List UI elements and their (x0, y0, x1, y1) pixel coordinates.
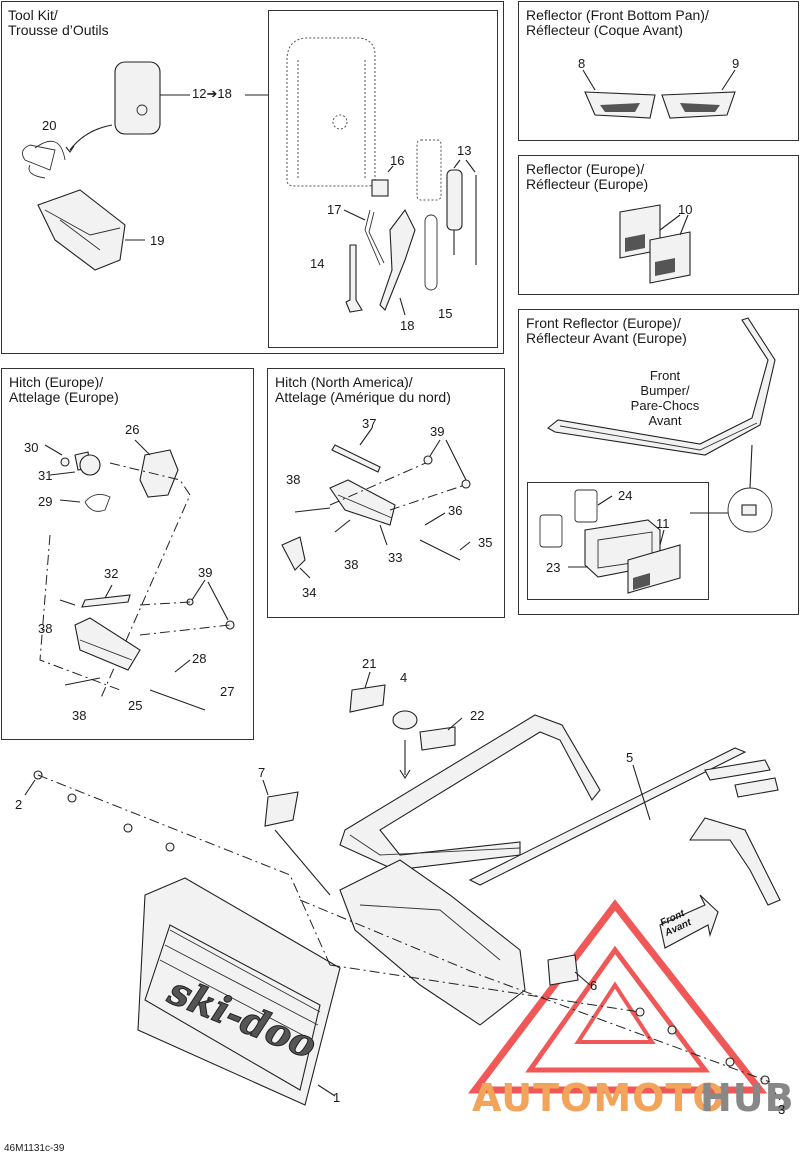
callout-11: 11 (656, 516, 670, 531)
decal-21 (349, 684, 386, 713)
callout-38-europe-bottom: 38 (72, 708, 87, 723)
watermark-hub: HUB (700, 1076, 795, 1120)
wrench-14 (345, 244, 363, 313)
callout-36: 36 (448, 503, 463, 518)
callout-34: 34 (302, 585, 317, 600)
front-arrow (659, 894, 719, 949)
front-bumper-label: Front Bumper/ Pare-Chocs Avant (630, 368, 700, 428)
callout-19: 19 (150, 233, 165, 248)
emblem-4 (392, 710, 418, 730)
hitch-europe-title: Hitch (Europe)/ Attelage (Europe) (9, 374, 119, 405)
callout-26: 26 (125, 422, 140, 437)
callout-35: 35 (478, 535, 493, 550)
callout-10: 10 (678, 202, 693, 217)
callout-4: 4 (400, 670, 408, 685)
callout-30: 30 (24, 440, 39, 455)
front-reflector-europe-title: Front Reflector (Europe)/ Réflecteur Ava… (526, 315, 687, 346)
callout-3: 3 (778, 1102, 786, 1117)
bumper-bracket (339, 859, 526, 1026)
tool-kit-range-label: 12➔18 (192, 86, 232, 101)
callout-33: 33 (388, 550, 403, 565)
tool-18-bracket (379, 208, 416, 311)
tool-kit-bag-dotted (286, 37, 376, 187)
hitch-north-america-parts (281, 444, 471, 571)
reflector-10-pair (619, 204, 691, 284)
callout-16: 16 (390, 153, 405, 168)
reflector-11 (627, 544, 681, 594)
callout-18: 18 (400, 318, 415, 333)
watermark-automoto: AUTOMOTO (472, 1076, 726, 1120)
bumper-hoop (688, 817, 781, 906)
callout-7: 7 (258, 765, 266, 780)
callout-29: 29 (38, 494, 53, 509)
watermark-logo-mark (467, 899, 768, 1094)
rivets (33, 770, 770, 1085)
callout-22: 22 (470, 708, 485, 723)
reflector-europe-title: Reflector (Europe)/ Réflecteur (Europe) (526, 161, 649, 192)
front-reflector-europe-panel: Front Reflector (Europe)/ Réflecteur Ava… (518, 309, 799, 615)
decal-22 (419, 726, 456, 751)
callout-17: 17 (327, 202, 342, 217)
hitch-europe-panel: Hitch (Europe)/ Attelage (Europe) (1, 368, 254, 740)
callout-24: 24 (618, 488, 633, 503)
tool-kit-strap-20 (21, 140, 66, 179)
reflector-8 (584, 91, 656, 119)
front-bumper (547, 317, 776, 456)
tool-kit-bag-small (114, 61, 161, 135)
callout-23: 23 (546, 560, 561, 575)
hitch-north-america-title: Hitch (North America)/ Attelage (Amériqu… (275, 374, 451, 405)
decal-6 (547, 954, 579, 986)
reflector-24-bracket (539, 489, 598, 548)
callout-14: 14 (310, 256, 325, 271)
callout-13: 13 (457, 143, 472, 158)
callout-38-europe-top: 38 (38, 621, 53, 636)
callout-6: 6 (590, 978, 598, 993)
callout-8: 8 (578, 56, 586, 71)
mud-flap-1 (137, 877, 341, 1106)
callout-27: 27 (220, 684, 235, 699)
callout-20: 20 (42, 118, 57, 133)
callout-21: 21 (362, 656, 377, 671)
reflector-9 (661, 91, 736, 119)
callout-39-na: 39 (430, 424, 445, 439)
reflector-front-bottom-pan-panel: Reflector (Front Bottom Pan)/ Réflecteur… (518, 1, 799, 141)
drawing-code: 46M1131c-39 (4, 1143, 65, 1154)
decal-7 (264, 791, 299, 827)
callout-5: 5 (626, 750, 634, 765)
bumper-5 (339, 714, 601, 871)
callout-2: 2 (15, 797, 23, 812)
callout-31: 31 (38, 468, 53, 483)
reflector-front-bottom-pan-title: Reflector (Front Bottom Pan)/ Réflecteur… (526, 7, 709, 38)
callout-25: 25 (128, 698, 143, 713)
tool-15-link (424, 214, 438, 291)
tool-kit-holder-19 (37, 189, 126, 271)
tool-kit-title: Tool Kit/ Trousse d’Outils (8, 7, 109, 38)
callout-39-europe: 39 (198, 565, 213, 580)
callout-9: 9 (732, 56, 740, 71)
strip-5 (468, 747, 779, 886)
callout-38-na-bottom: 38 (344, 557, 359, 572)
hitch-north-america-panel: Hitch (North America)/ Attelage (Amériqu… (267, 368, 505, 618)
hitch-europe-parts (39, 449, 235, 711)
tool-16 (371, 179, 389, 197)
callout-1: 1 (333, 1090, 341, 1105)
callout-28: 28 (192, 651, 207, 666)
screwdriver-13 (446, 169, 477, 265)
callout-37: 37 (362, 416, 377, 431)
tool-17-rod (364, 209, 385, 266)
callout-15: 15 (438, 306, 453, 321)
callout-38-na-top: 38 (286, 472, 301, 487)
callout-32: 32 (104, 566, 119, 581)
tool-18-socket (416, 139, 442, 201)
